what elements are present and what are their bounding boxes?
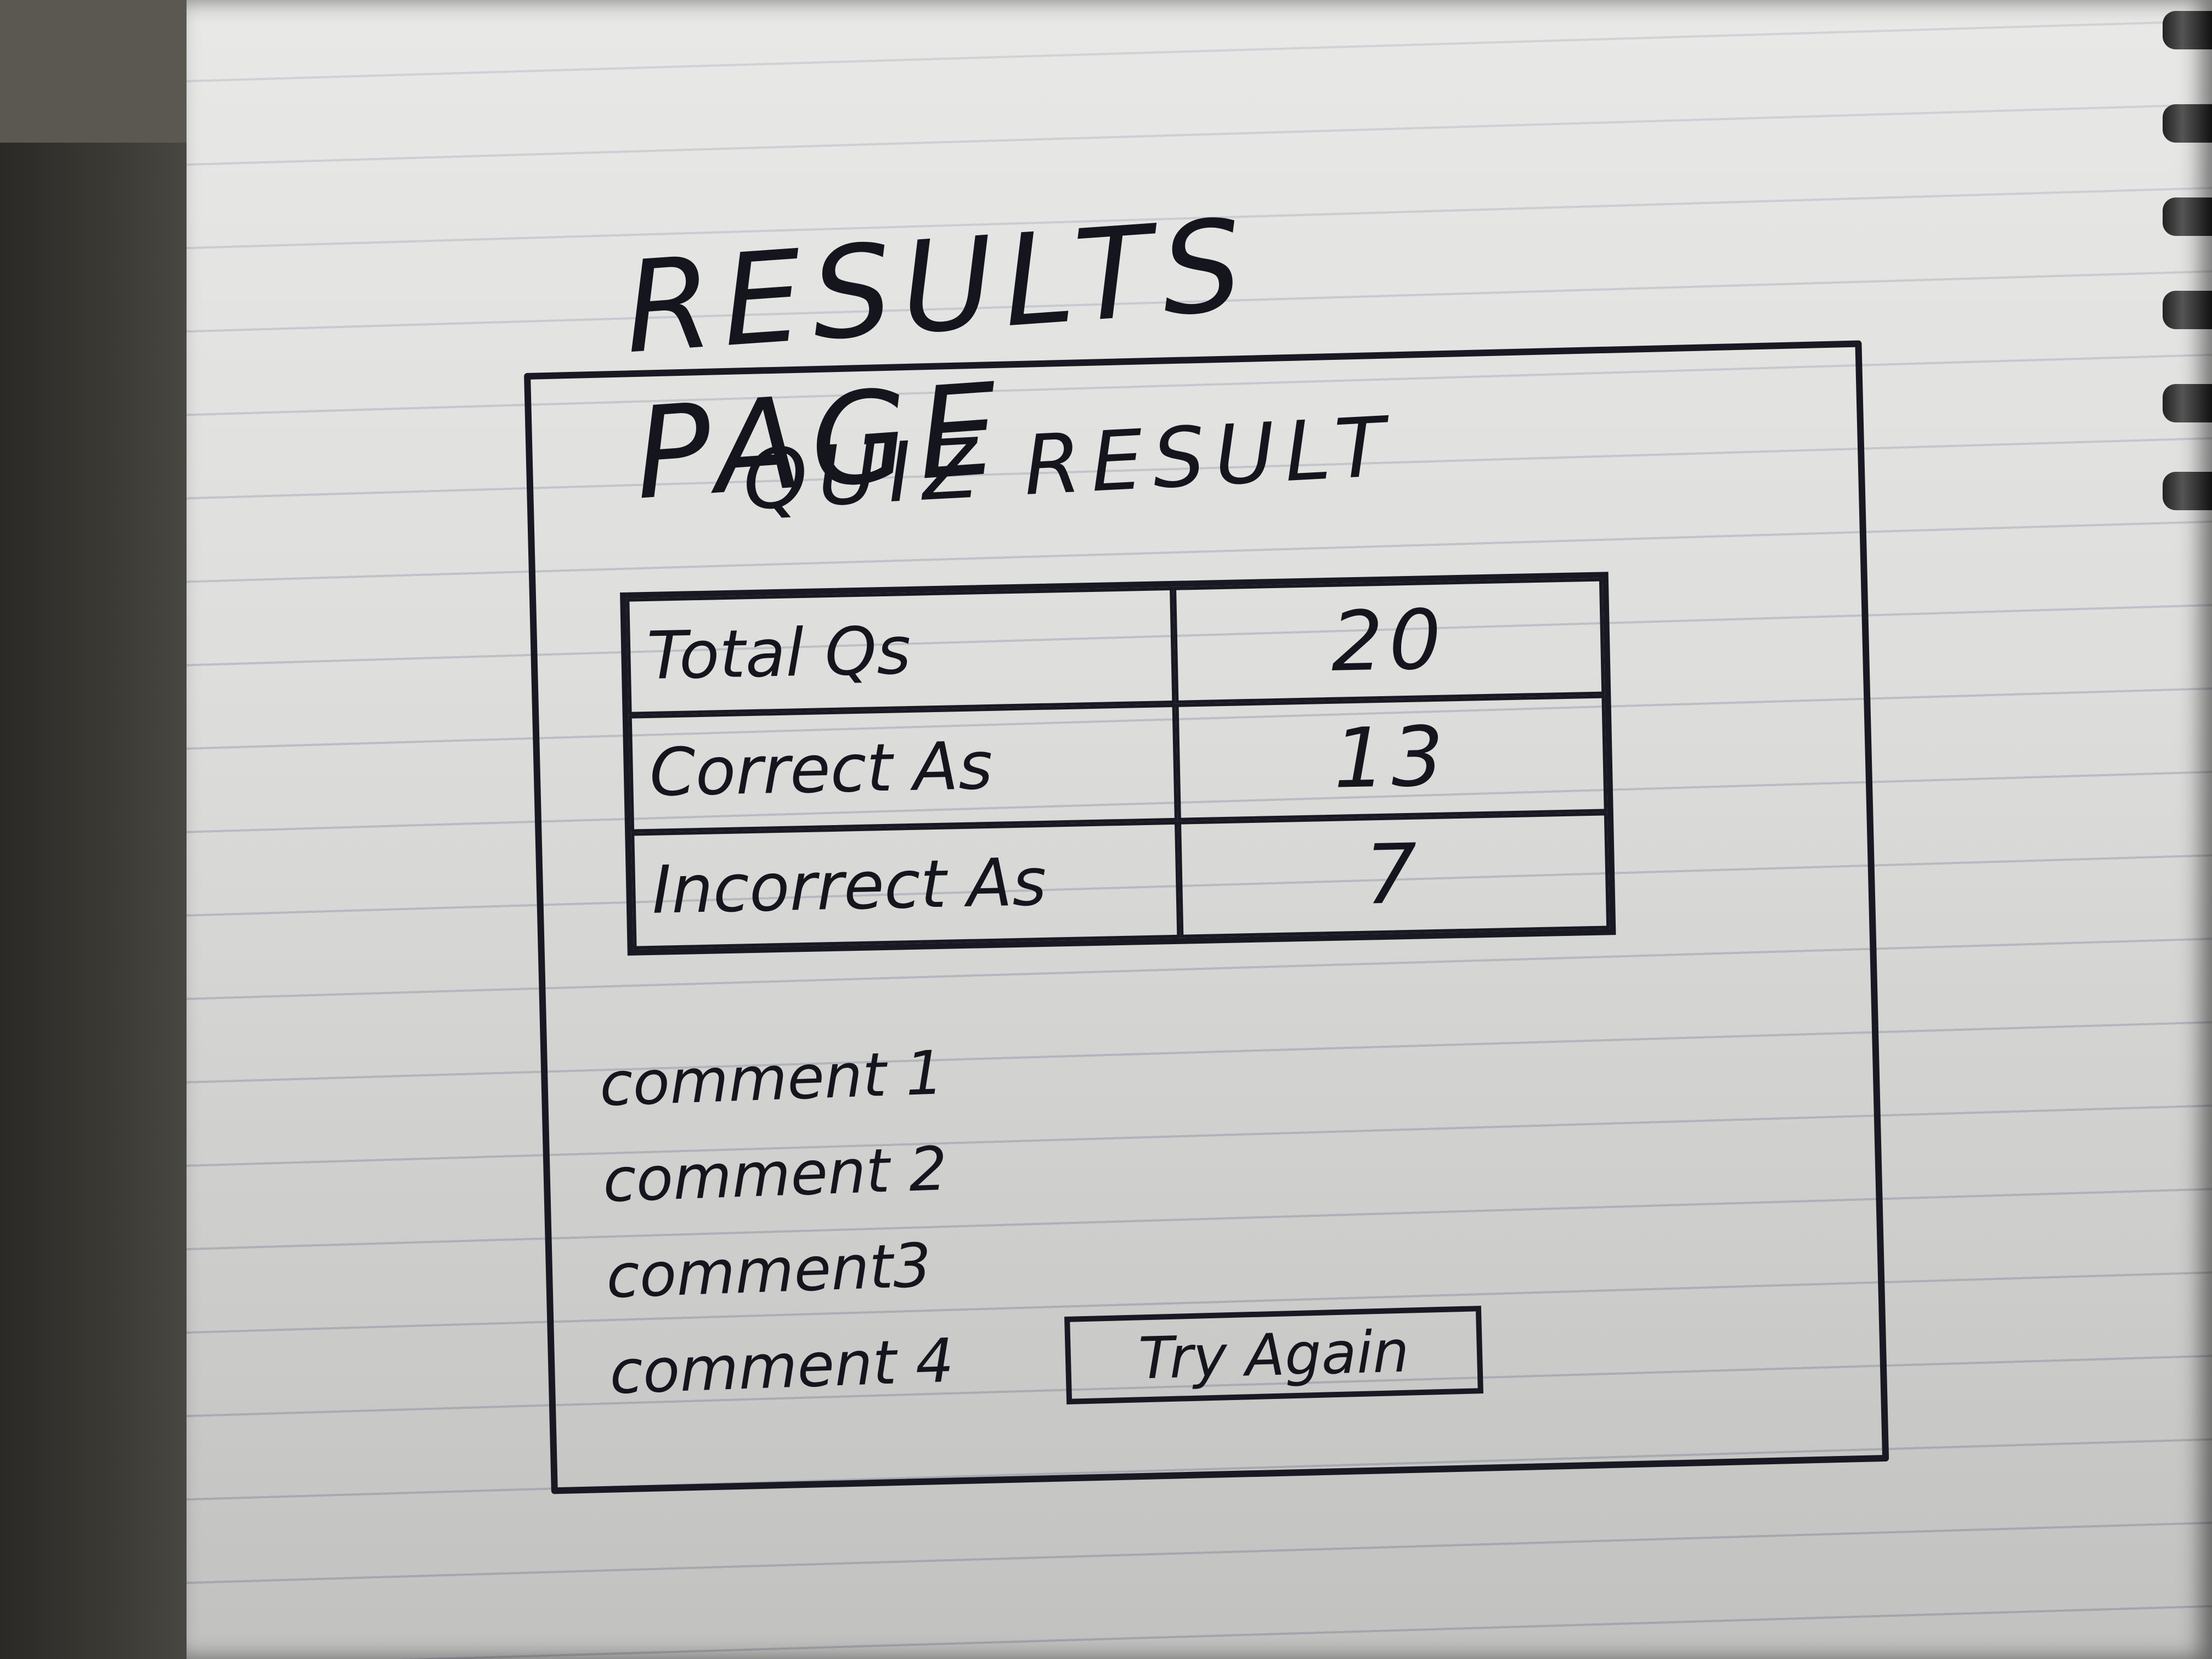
spiral-coil (2163, 472, 2212, 510)
spiral-coil (2163, 384, 2212, 422)
spiral-coil (2163, 198, 2212, 236)
notebook-paper (187, 0, 2212, 1659)
spiral-binding (2152, 0, 2212, 527)
table-row-value: 13 (1175, 695, 1607, 821)
try-again-button[interactable]: Try Again (1064, 1306, 1483, 1404)
table-row-label: Incorrect As (631, 821, 1181, 950)
table-row-value: 20 (1172, 578, 1605, 704)
spiral-coil (2163, 104, 2212, 143)
table-row-label: Total Qs (626, 586, 1176, 716)
dark-background (0, 0, 198, 1659)
spiral-coil (2163, 11, 2212, 49)
results-table: Total Qs 20 Correct As 13 Incorrect As 7 (620, 572, 1616, 956)
table-row-value: 7 (1177, 812, 1610, 938)
spiral-coil (2163, 291, 2212, 329)
table-row-label: Correct As (628, 704, 1178, 833)
